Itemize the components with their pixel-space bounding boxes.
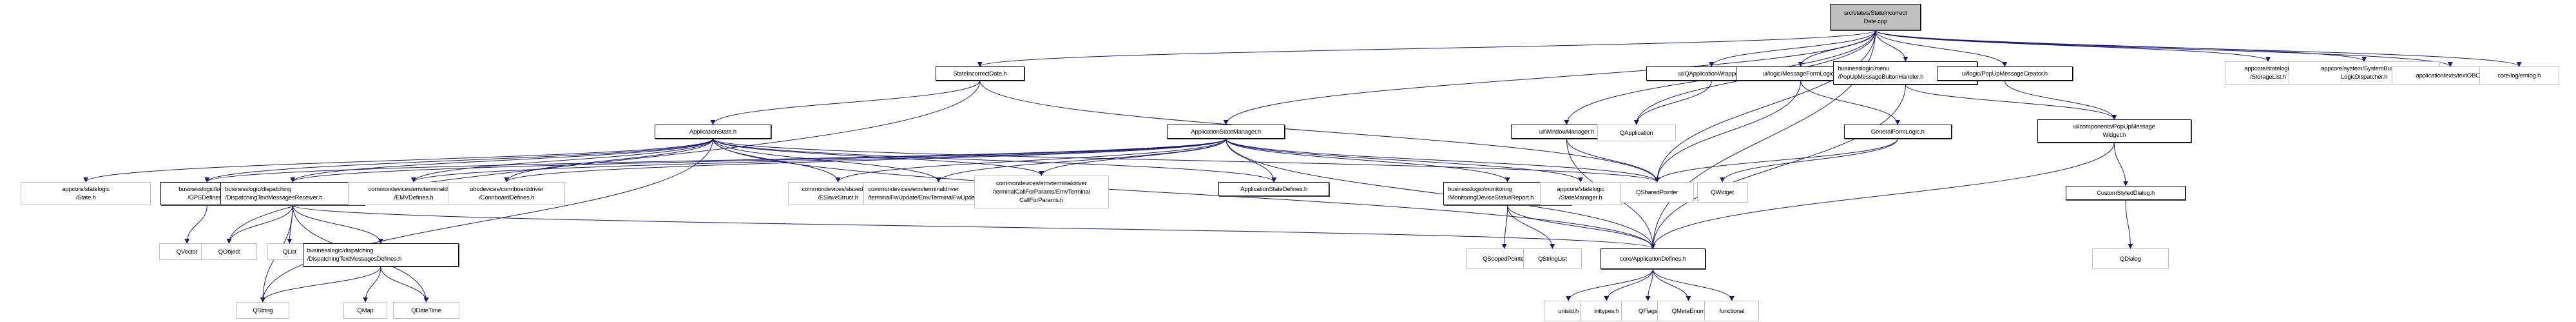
- edge-appsm-to-appdefs: [1226, 138, 1656, 249]
- node-qshared-pointer: QSharedPointer: [1620, 182, 1694, 203]
- edge-root-to-storagelist: [1875, 30, 2271, 62]
- node-dispatching-text-messages-receiver-h[interactable]: businesslogic/dispatching /DispatchingTe…: [220, 182, 365, 205]
- edge-dtmr-to-dtmd: [292, 205, 383, 244]
- edge-popbtn-to-appdefs: [1650, 84, 1906, 249]
- node-application-state-manager-h[interactable]: ApplicationStateManager.h: [1167, 125, 1285, 139]
- edge-appstate-to-emvdef: [411, 138, 713, 183]
- edge-monitor-to-qscoped: [1501, 205, 1508, 249]
- edge-appsm-to-gps: [204, 138, 1227, 183]
- edge-msgform-to-qshared: [1654, 80, 1802, 183]
- edge-root-to-sid: [977, 30, 1876, 67]
- edge-popwidget-to-customdlg: [2113, 142, 2129, 186]
- edge-msgform-to-genform: [1800, 80, 1901, 125]
- node-qdialog: QDialog: [2091, 248, 2169, 269]
- edge-appstate-to-qstring: [260, 138, 713, 303]
- node-emv-terminal-call-for-params-h: commondevices/emvterminaldriver /termina…: [974, 176, 1109, 208]
- edge-sid-to-qobject: [226, 80, 981, 244]
- edge-appstate-to-dtmr: [290, 138, 713, 183]
- edge-appsm-to-statemgr: [1226, 138, 1584, 183]
- edge-appdefs-to-unistd: [1566, 268, 1653, 301]
- edge-root-to-appsm: [1223, 30, 1876, 125]
- node-qstringlist: QStringList: [1523, 248, 1582, 269]
- edge-appstate-to-qshared: [712, 138, 1660, 183]
- edge-appsm-to-asdef: [1226, 138, 1277, 183]
- node-qstring: QString: [236, 302, 289, 319]
- edge-appstate-to-gps: [204, 138, 713, 183]
- edge-popcreator-to-popwidget: [2004, 80, 2117, 120]
- node-root-file[interactable]: src/states/StateIncorrect Date.cpp: [1830, 4, 1921, 30]
- node-popup-message-widget-h[interactable]: ui/components/PopUpMessage Widget.h: [2037, 119, 2191, 143]
- node-message-form-logic-h[interactable]: ui/logic/MessageFormLogic.h: [1735, 66, 1866, 81]
- edge-root-to-popbtn: [1875, 30, 1908, 62]
- edge-monitor-to-appdefs: [1507, 205, 1656, 249]
- node-application-defines-h[interactable]: core/ApplicationDefines.h: [1600, 248, 1706, 269]
- edge-dtmr-to-qobject: [226, 205, 293, 244]
- edge-gps-to-qvector: [184, 205, 207, 244]
- edge-root-to-textobc: [1875, 30, 2453, 67]
- edge-root-to-popcreator: [1875, 30, 2008, 67]
- edge-customdlg-to-qdialog: [2125, 199, 2133, 249]
- node-general-form-logic-h[interactable]: GeneralFormLogic.h: [1843, 125, 1952, 139]
- edge-appdefs-to-functional: [1652, 268, 1735, 301]
- edge-genform-to-qwidget: [1720, 138, 1898, 183]
- edge-appsm-to-connboard: [504, 138, 1227, 183]
- node-qobject: QObject: [201, 243, 257, 260]
- edge-dtmr-to-appdefs: [292, 205, 1655, 249]
- edge-popbtn-to-popwidget: [1905, 84, 2117, 120]
- edge-appsm-to-emvfw: [936, 138, 1227, 183]
- node-popup-message-creator-h[interactable]: ui/logic/PopUpMessageCreator.h: [1936, 66, 2073, 81]
- edge-monitor-to-qstringlist: [1507, 205, 1555, 249]
- edge-popwidget-to-appdefs: [1650, 142, 2115, 249]
- edge-appsm-to-emvcall: [1039, 138, 1227, 176]
- edge-appdefs-to-qmetaenum: [1652, 268, 1691, 301]
- node-application-state-defines-h[interactable]: ApplicationStateDefines.h: [1218, 182, 1329, 196]
- node-state-manager-h: appcore/statelogic /StateManager.h: [1539, 182, 1622, 205]
- edge-dtmr-to-qlist: [287, 205, 293, 244]
- edge-appsm-to-qshared: [1226, 138, 1660, 183]
- edge-qappwrap-to-qapp: [1633, 80, 1712, 125]
- edge-appsm-to-dtmr: [290, 138, 1227, 183]
- edge-root-to-emlog: [1875, 30, 2522, 67]
- edge-winmgr-to-qshared: [1566, 138, 1660, 183]
- edge-appdefs-to-inttypes: [1604, 268, 1653, 301]
- edge-appstate-to-connboard: [504, 138, 713, 183]
- node-emlog-h: core/log/emlog.h: [2479, 66, 2559, 85]
- edge-dtmd-to-qdatetime: [380, 266, 429, 303]
- edge-appsm-to-monitor: [1226, 138, 1510, 183]
- edge-appstate-to-state: [83, 138, 713, 183]
- edge-appsm-to-emvdef: [411, 138, 1227, 183]
- node-state-h: appcore/statelogic /State.h: [21, 182, 151, 205]
- node-functional: functional: [1704, 301, 1760, 321]
- node-qapplication: QApplication: [1597, 125, 1676, 141]
- edge-root-to-sysbl: [1875, 30, 2367, 62]
- node-qwidget: QWidget: [1697, 182, 1748, 203]
- node-dispatching-text-messages-defines-h[interactable]: businesslogic/dispatching /DispatchingTe…: [302, 243, 459, 267]
- node-connboard-defines-h: obcdevices/connboarddriver /ConnboardDef…: [448, 182, 566, 205]
- node-application-state-h[interactable]: ApplicationState.h: [655, 125, 771, 139]
- edge-root-to-qappwrap: [1709, 30, 1876, 67]
- node-state-incorrect-date-h[interactable]: StateIncorrectDate.h: [935, 66, 1024, 81]
- edge-appsm-to-eslave: [835, 138, 1227, 183]
- edge-appstate-to-emvcall: [712, 138, 1044, 176]
- edge-dtmd-to-qstring: [260, 266, 381, 303]
- edge-sid-to-qshared: [979, 80, 1660, 183]
- node-qdatetime: QDateTime: [392, 302, 460, 319]
- edge-genform-to-qshared: [1654, 138, 1898, 183]
- node-qmap: QMap: [343, 302, 388, 319]
- edge-dtmd-to-qmap: [363, 266, 381, 303]
- edge-sid-to-appstate: [710, 80, 981, 125]
- node-custom-styled-dialog-h[interactable]: CustomStyledDialog.h: [2065, 186, 2186, 200]
- edge-appdefs-to-qflags: [1645, 268, 1653, 301]
- edge-appstate-to-asdef: [712, 138, 1276, 183]
- edge-root-to-qshared: [1654, 30, 1876, 183]
